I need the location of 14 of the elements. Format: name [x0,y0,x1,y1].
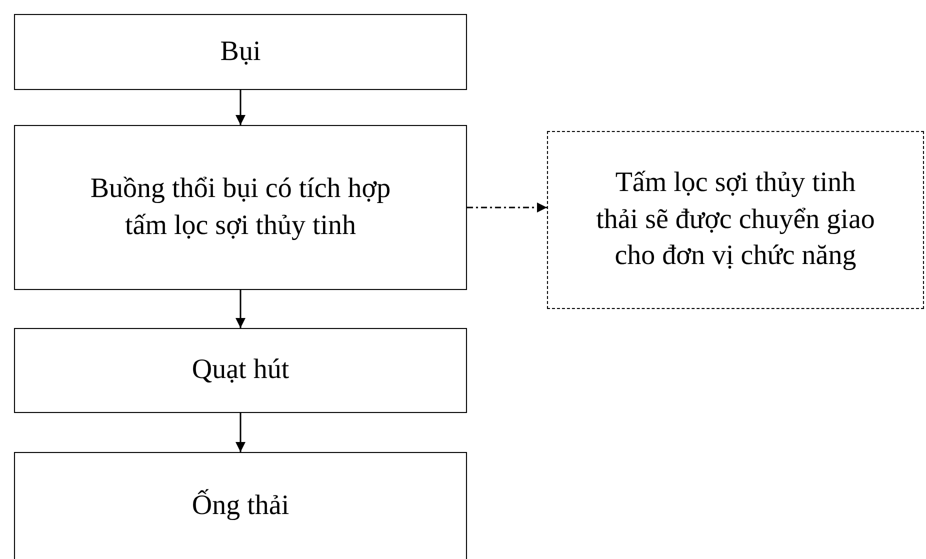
node-label: Buồng thổi bụi có tích hợp tấm lọc sợi thủy tinh [89,172,392,242]
process-box [14,14,467,90]
arrow [236,290,246,328]
process-box [14,125,467,290]
node-label: Quạt hút [192,353,290,388]
node-label: Tấm lọc sợi thủy tinh thải sẽ được chuyển giao cho đơn vị chức năng [595,166,876,274]
note-box [547,131,924,309]
arrow [467,202,547,212]
node-label: Bụi [220,34,261,69]
process-box [14,328,467,413]
arrow [236,413,246,452]
node-label: Ống thải [192,488,290,523]
arrow [236,90,246,125]
process-box [14,452,467,559]
